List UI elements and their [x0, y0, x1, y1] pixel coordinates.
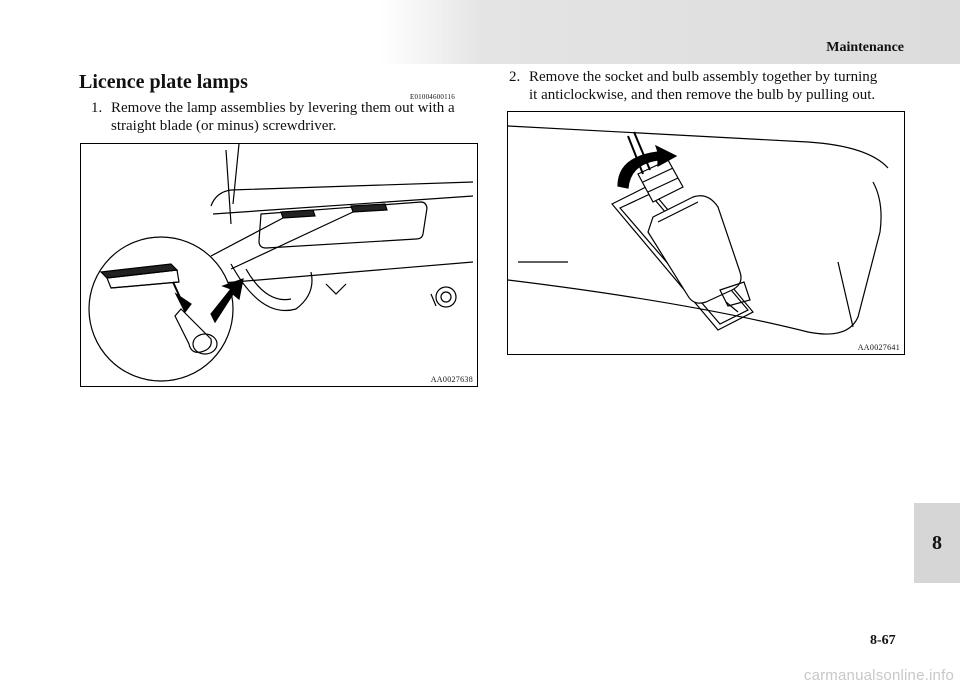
figure-lamp-removal: AA0027638	[80, 143, 478, 387]
step-1: 1. Remove the lamp assemblies by levering…	[91, 99, 479, 135]
lamp-removal-illustration	[88, 144, 474, 382]
chapter-tab: 8	[914, 503, 960, 583]
step-1-number: 1.	[91, 100, 103, 116]
figure-2-label: AA0027641	[857, 343, 900, 352]
section-code: E01004600116	[410, 93, 455, 101]
chapter-tab-label: 8	[932, 531, 942, 554]
figure-socket-removal: AA0027641	[507, 111, 905, 355]
header-band	[380, 0, 960, 64]
figure-1-label: AA0027638	[430, 375, 473, 384]
page-heading: Licence plate lamps	[79, 71, 248, 93]
step-2-line-2: it anticlockwise, and then remove the bu…	[529, 87, 876, 103]
socket-removal-illustration	[508, 125, 889, 335]
step-2-line-1: Remove the socket and bulb assembly toge…	[529, 69, 878, 85]
watermark: carmanualsonline.info	[803, 667, 954, 684]
step-1-line-1: Remove the lamp assemblies by levering t…	[111, 100, 455, 116]
page-number: 8-67	[870, 633, 896, 648]
step-2-number: 2.	[509, 69, 521, 85]
step-1-line-2: straight blade (or minus) screwdriver.	[111, 118, 337, 134]
step-2: 2. Remove the socket and bulb assembly to…	[509, 68, 909, 104]
section-title: Maintenance	[826, 40, 904, 55]
